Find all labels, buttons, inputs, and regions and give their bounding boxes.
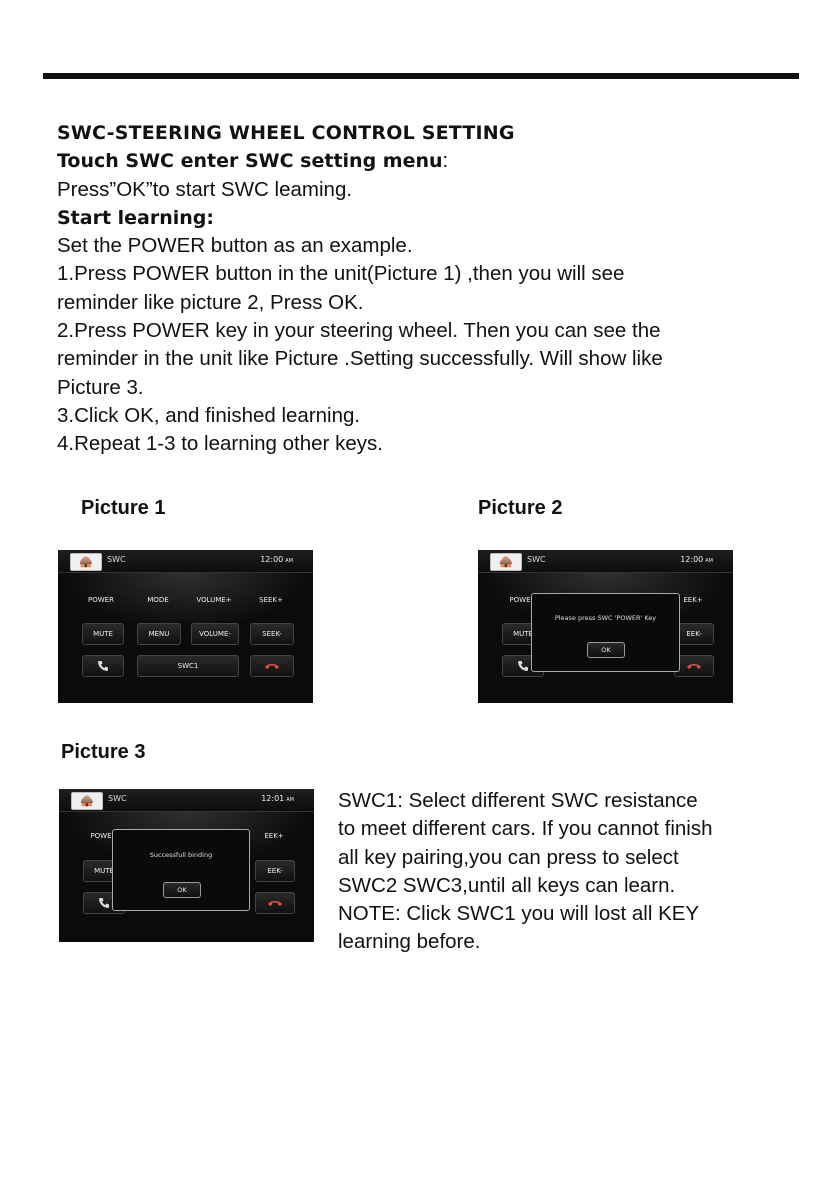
note-line: SWC2 SWC3,until all keys can learn. (338, 873, 676, 897)
note-line: to meet different cars. If you cannot fi… (338, 817, 713, 841)
note-line: learning before. (338, 930, 481, 954)
seek-up-key[interactable]: EEK+ (264, 832, 284, 840)
swc-prompt-dialog: Please press SWC 'POWER' Key OK (531, 593, 680, 672)
press-ok-line: Press”OK”to start SWC leaming. (57, 177, 353, 201)
phone-hangup-icon (265, 664, 279, 669)
picture1-caption: Picture 1 (81, 497, 166, 519)
body-line: Picture 3. (57, 375, 144, 399)
home-button[interactable]: 🛖 (71, 792, 103, 810)
phone-call-icon (98, 661, 108, 671)
call-key[interactable] (82, 655, 124, 677)
body-line: 2.Press POWER key in your steering wheel… (57, 319, 661, 343)
power-key[interactable]: POWE (509, 596, 531, 604)
seek-down-key[interactable]: EEK- (674, 623, 714, 645)
seek-up-key[interactable]: SEEK+ (259, 596, 283, 604)
binding-success-dialog: Successfull binding OK (112, 829, 250, 911)
volume-up-key[interactable]: VOLUME+ (196, 596, 232, 604)
mute-key[interactable]: MUTE (82, 623, 124, 645)
body-line: Set the POWER button as an example. (57, 234, 413, 258)
phone-call-icon (518, 661, 528, 671)
body-line: reminder like picture 2, Press OK. (57, 290, 364, 314)
picture3-caption: Picture 3 (61, 741, 146, 763)
screen-title: SWC (107, 555, 126, 564)
note-line: NOTE: Click SWC1 you will lost all KEY (338, 902, 700, 926)
ok-button[interactable]: OK (163, 882, 201, 898)
power-key[interactable]: POWER (88, 596, 114, 604)
body-line: 4.Repeat 1-3 to learning other keys. (57, 432, 383, 456)
hangup-key[interactable] (674, 655, 714, 677)
hangup-key[interactable] (255, 892, 295, 914)
seek-up-key[interactable]: EEK+ (683, 596, 703, 604)
power-key[interactable]: POWE (90, 832, 112, 840)
instructions: SWC-STEERING WHEEL CONTROL SETTING Touch… (57, 119, 777, 459)
header-rule (43, 73, 799, 79)
home-icon: 🛖 (79, 555, 93, 568)
touch-heading: Touch SWC enter SWC setting menu (57, 150, 443, 173)
note-line: SWC1: Select different SWC resistance (338, 789, 698, 812)
touch-colon: : (442, 149, 449, 173)
start-learning-heading: Start learning: (57, 206, 215, 229)
page-title: SWC-STEERING WHEEL CONTROL SETTING (57, 122, 515, 144)
home-button[interactable]: 🛖 (490, 553, 522, 571)
menu-key[interactable]: MENU (137, 623, 181, 645)
home-icon: 🛖 (80, 794, 94, 807)
swc1-key[interactable]: SWC1 (137, 655, 239, 677)
dialog-message: Successfull binding (149, 851, 213, 859)
touch-line: Touch SWC enter SWC setting menu: (57, 147, 777, 175)
body-line: reminder in the unit like Picture .Setti… (57, 347, 663, 371)
hangup-key[interactable] (250, 655, 294, 677)
seek-down-key[interactable]: EEK- (255, 860, 295, 882)
body-line: 3.Click OK, and finished learning. (57, 403, 361, 427)
mode-key[interactable]: MODE (147, 596, 169, 604)
screen-title: SWC (108, 794, 127, 803)
dialog-message: Please press SWC 'POWER' Key (554, 614, 657, 622)
volume-down-key[interactable]: VOLUME- (191, 623, 239, 645)
swc-note: SWC1: Select different SWC resistance to… (338, 787, 778, 957)
note-line: all key pairing,you can press to select (338, 845, 679, 869)
picture2-caption: Picture 2 (478, 497, 563, 519)
phone-hangup-icon (268, 901, 282, 906)
phone-hangup-icon (687, 664, 701, 669)
home-button[interactable]: 🛖 (70, 553, 102, 571)
seek-down-key[interactable]: SEEK- (250, 623, 294, 645)
ok-button[interactable]: OK (587, 642, 625, 658)
home-icon: 🛖 (499, 555, 513, 568)
phone-call-icon (99, 898, 109, 908)
body-line: 1.Press POWER button in the unit(Picture… (57, 262, 625, 286)
screen-title: SWC (527, 555, 546, 564)
